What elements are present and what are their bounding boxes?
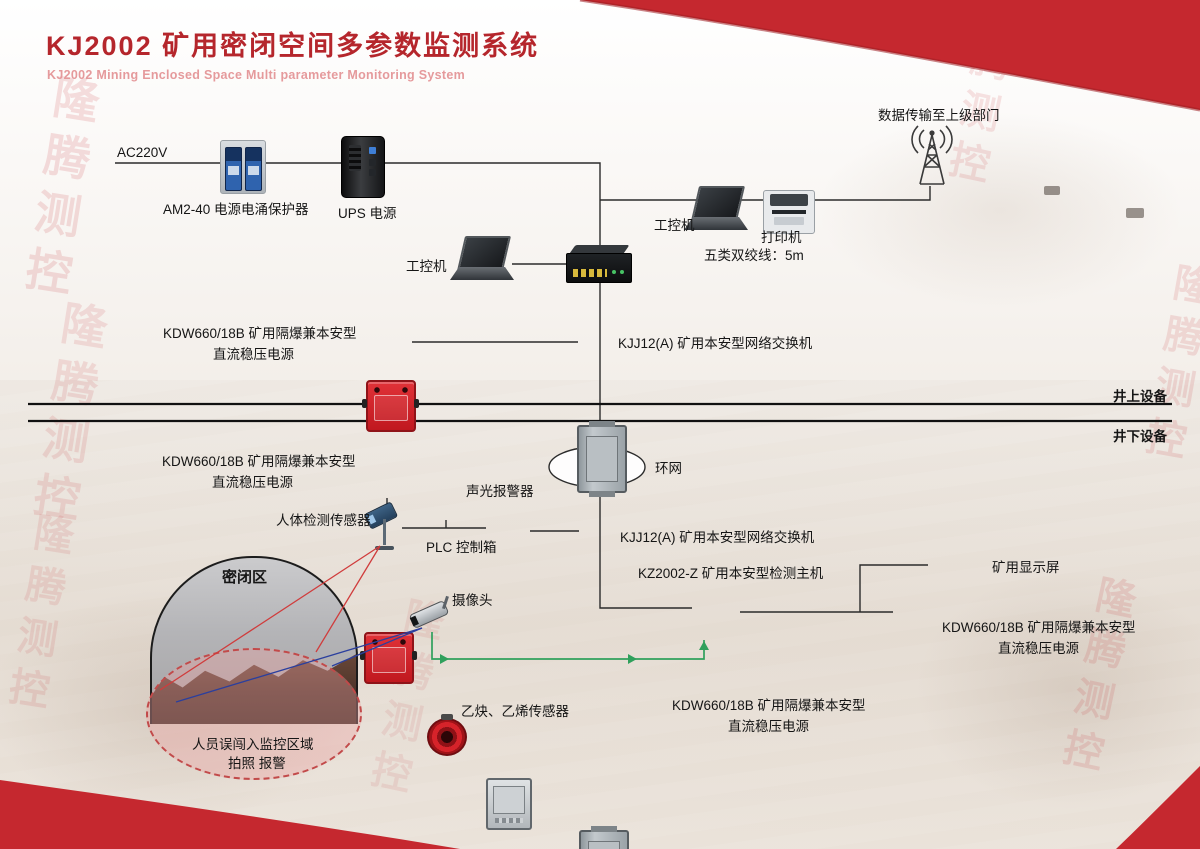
label-ac220v: AC220V <box>117 145 168 160</box>
label-camera: 摄像头 <box>452 593 493 608</box>
label-kdw4-line1: KDW660/18B 矿用隔爆兼本安型 <box>672 698 866 713</box>
page-subtitle: KJ2002 Mining Enclosed Space Multi param… <box>47 68 466 82</box>
label-kdw1-line1: KDW660/18B 矿用隔爆兼本安型 <box>163 326 357 341</box>
label-gas-sensor: 乙炔、乙烯传感器 <box>461 704 569 719</box>
industrial-pc-right-device <box>684 186 748 232</box>
label-surge-protector: AM2-40 电源电涌保护器 <box>163 202 309 217</box>
plc-control-box-device <box>486 778 532 830</box>
page-title: KJ2002 矿用密闭空间多参数监测系统 <box>46 31 540 61</box>
label-kdw1-line2: 直流稳压电源 <box>213 347 294 362</box>
kdw-power-supply-1 <box>362 380 416 432</box>
label-plc-box: PLC 控制箱 <box>426 540 497 555</box>
label-intrusion-line2: 拍照 报警 <box>228 756 286 771</box>
label-ipc-left: 工控机 <box>406 259 447 274</box>
label-ring-net: 环网 <box>655 461 682 476</box>
label-intrusion-line1: 人员误闯入监控区域 <box>192 737 314 752</box>
network-switch-bottom <box>579 826 629 849</box>
label-printer: 打印机 <box>761 230 802 245</box>
cctv-camera-device <box>408 595 456 634</box>
media-converter-device <box>566 245 632 285</box>
label-below-ground: 井下设备 <box>1113 429 1167 444</box>
label-kdw4-line2: 直流稳压电源 <box>728 719 809 734</box>
label-switch-bottom: KJJ12(A) 矿用本安型网络交换机 <box>620 530 815 545</box>
label-alarm: 声光报警器 <box>466 484 534 499</box>
label-data-upload: 数据传输至上级部门 <box>878 108 1000 123</box>
label-human-sensor: 人体检测传感器 <box>276 513 371 528</box>
label-kdw3-line1: KDW660/18B 矿用隔爆兼本安型 <box>942 620 1136 635</box>
truck-speck <box>1126 208 1144 218</box>
label-kdw2-line2: 直流稳压电源 <box>212 475 293 490</box>
ups-device <box>341 136 385 198</box>
kdw-power-supply-2 <box>360 632 414 684</box>
industrial-pc-left-device <box>450 236 514 282</box>
sound-light-alarm-device <box>427 714 467 756</box>
label-kdw3-line2: 直流稳压电源 <box>998 641 1079 656</box>
label-ipc-right: 工控机 <box>654 218 695 233</box>
antenna-tower-icon <box>903 122 961 193</box>
label-display: 矿用显示屏 <box>992 560 1060 575</box>
label-ups: UPS 电源 <box>338 206 397 221</box>
label-enclosed-area: 密闭区 <box>222 569 268 586</box>
label-above-ground: 井上设备 <box>1113 389 1167 404</box>
label-cat5-cable: 五类双绞线：5m <box>704 248 804 263</box>
network-switch-top <box>577 421 627 493</box>
label-switch-top: KJJ12(A) 矿用本安型网络交换机 <box>618 336 813 351</box>
label-host: KZ2002-Z 矿用本安型检测主机 <box>638 566 824 581</box>
truck-speck <box>1044 186 1060 195</box>
label-kdw2-line1: KDW660/18B 矿用隔爆兼本安型 <box>162 454 356 469</box>
surge-protector-device <box>220 140 266 194</box>
